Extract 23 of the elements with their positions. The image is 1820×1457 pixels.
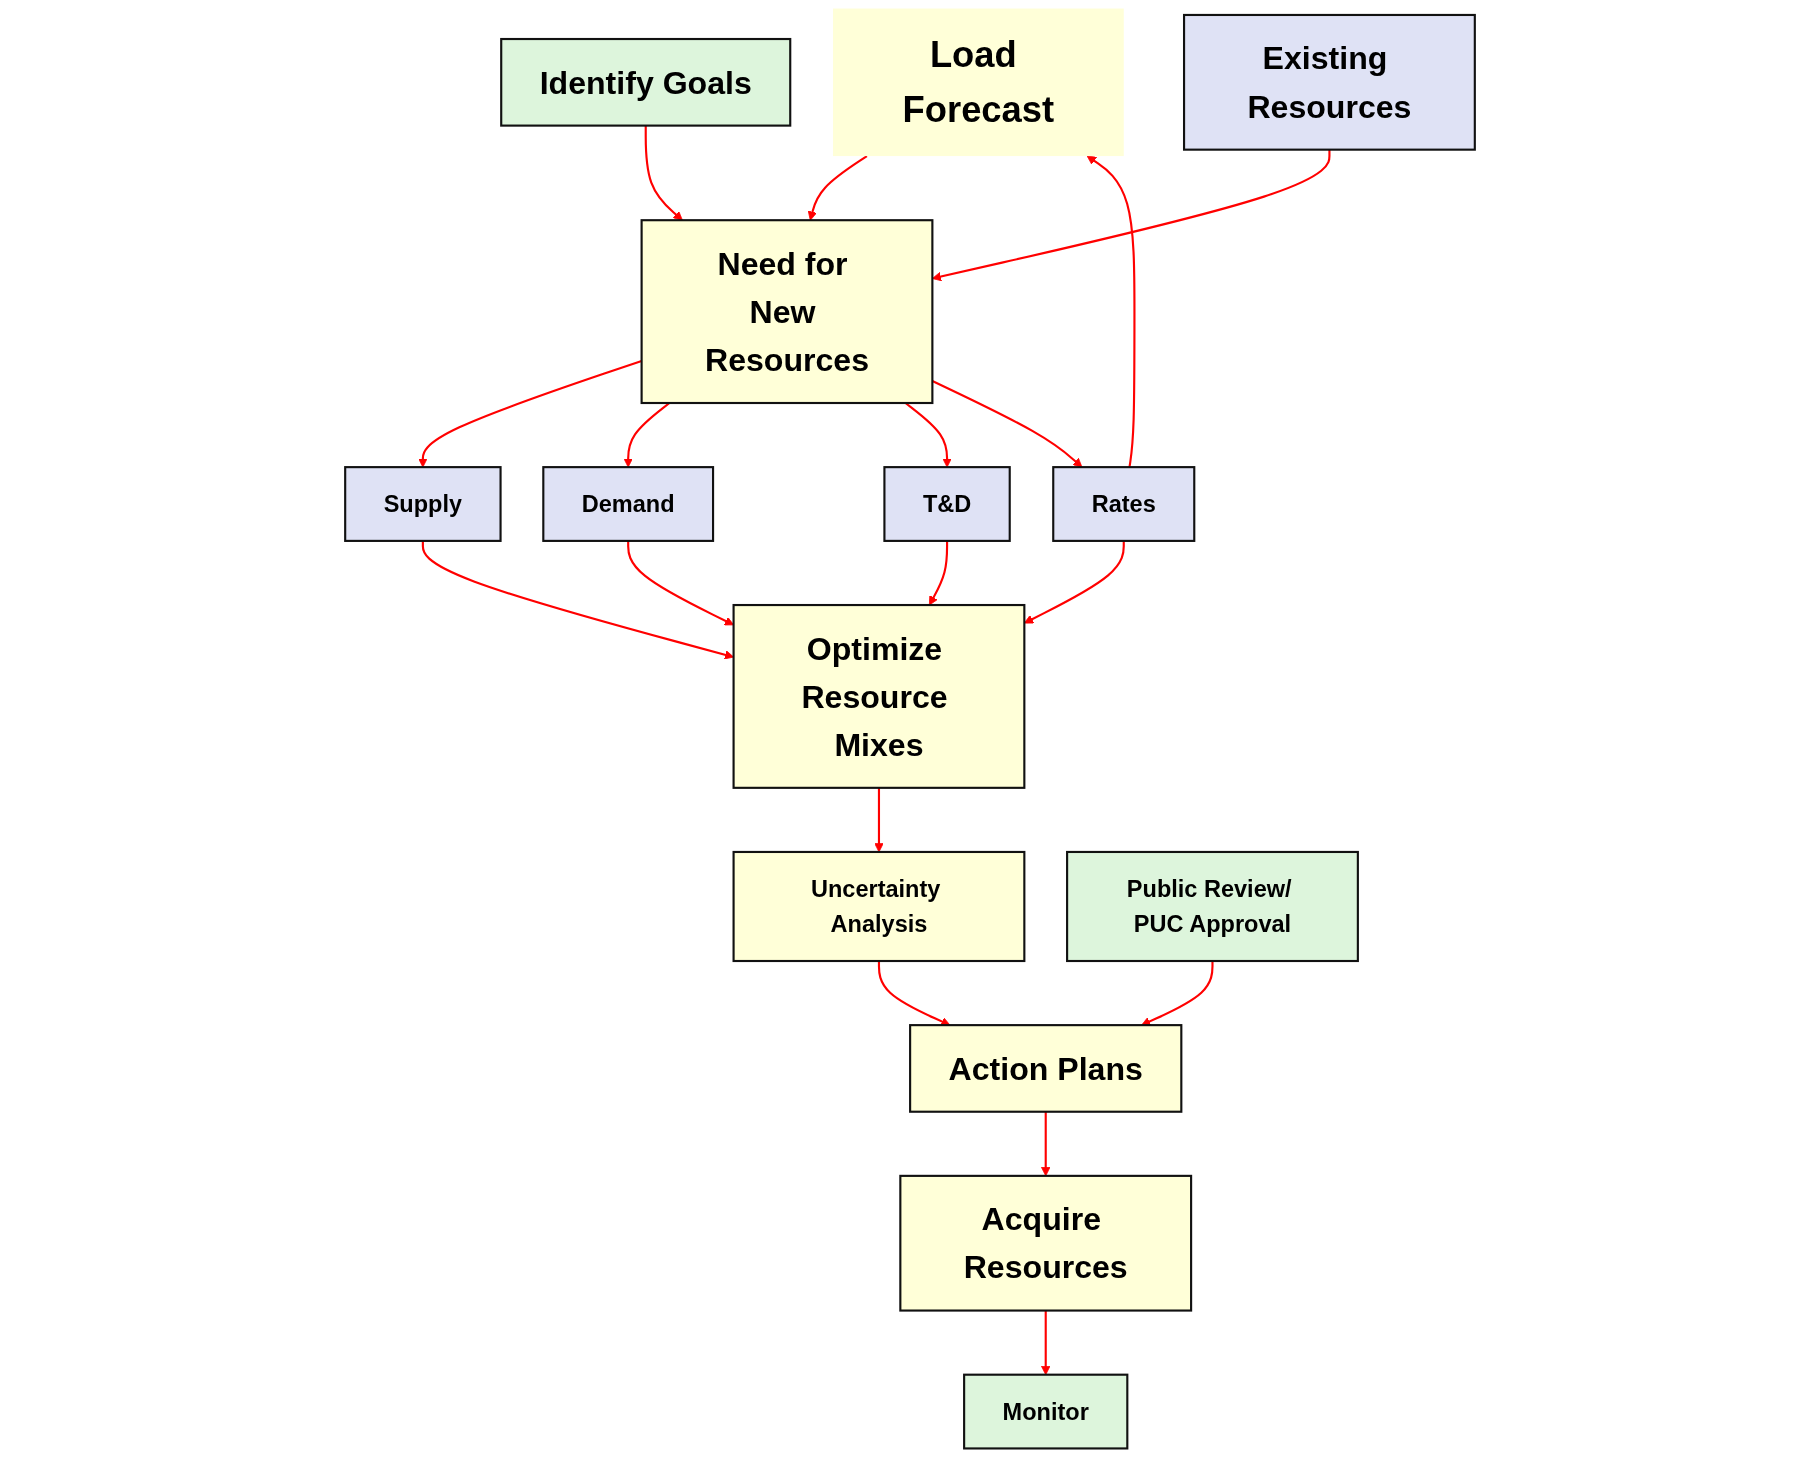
node-box: Supply — [344, 466, 502, 542]
node-box: Public Review/ PUC Approval — [1066, 850, 1359, 963]
node-box: Uncertainty Analysis — [732, 850, 1026, 963]
node-box: Acquire Resources — [899, 1174, 1193, 1312]
arrow — [1086, 155, 1136, 468]
arrow — [1141, 961, 1214, 1026]
arrow — [928, 540, 949, 606]
arrow — [418, 359, 642, 468]
arrow — [421, 540, 734, 660]
node-box: T&D — [883, 466, 1011, 542]
node-box: Rates — [1052, 466, 1196, 542]
node-box: Optimize Resource Mixes — [732, 603, 1026, 789]
node-box: Load Forecast — [833, 8, 1124, 157]
arrow — [877, 961, 951, 1026]
node-box: Identify Goals — [500, 37, 792, 127]
arrow — [644, 125, 683, 221]
node-box: Demand — [542, 466, 715, 542]
node-box: Monitor — [963, 1373, 1129, 1450]
arrow — [807, 155, 868, 221]
arrow — [627, 540, 734, 626]
node-box: Existing Resources — [1183, 13, 1476, 151]
node-box: Need for New Resources — [640, 219, 934, 405]
node-box: Action Plans — [909, 1024, 1183, 1113]
